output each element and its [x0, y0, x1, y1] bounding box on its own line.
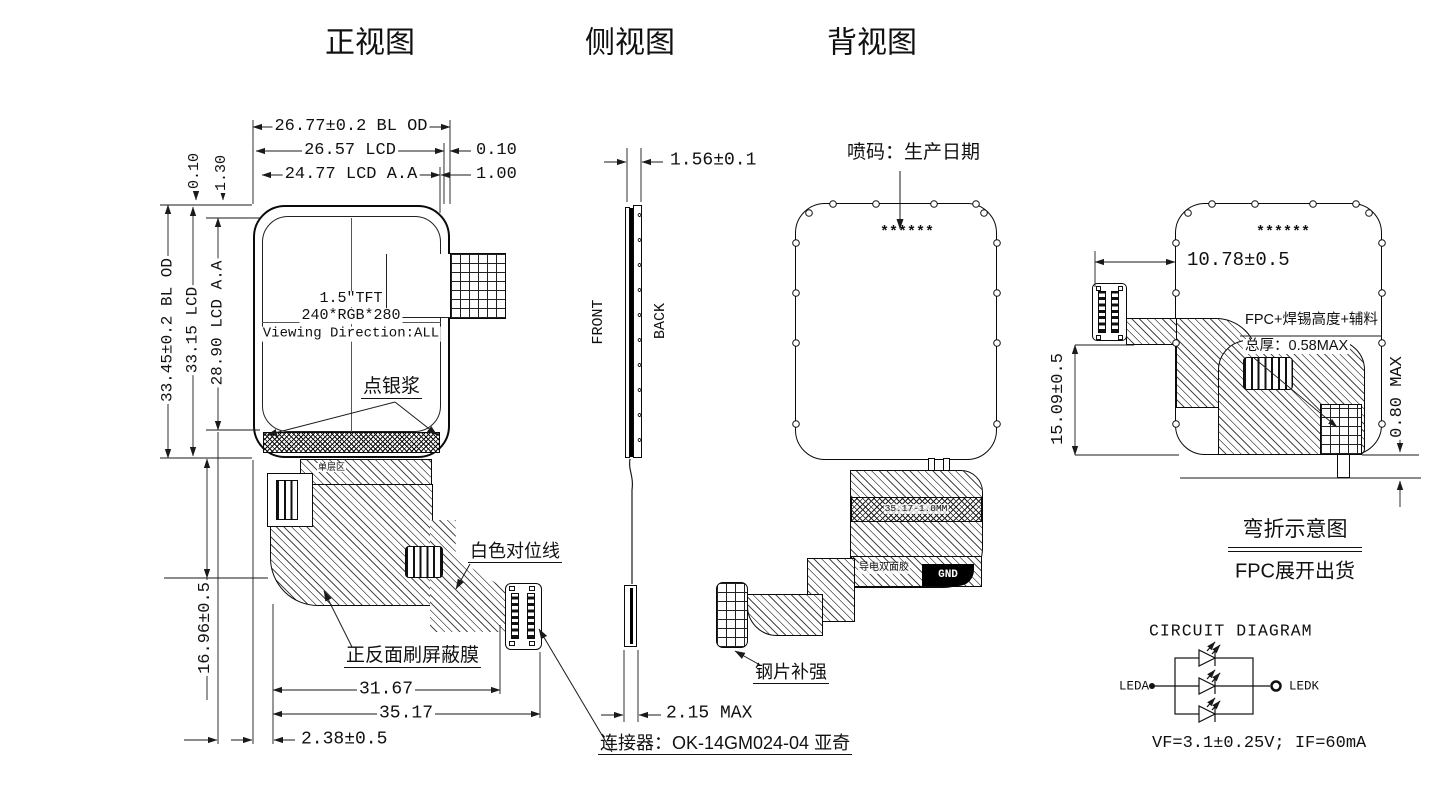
dim-label-fpc-drop: 16.96±0.5	[196, 580, 216, 676]
gnd-label: GND	[938, 569, 958, 581]
dim-label-fpc-w2: 35.17	[376, 703, 436, 724]
back-fpc-tail	[747, 594, 823, 636]
bend-note-line1: FPC+焊锡高度+辅料	[1243, 312, 1380, 329]
title-front-view: 正视图	[325, 26, 415, 60]
front-connector-pad-column-left	[511, 593, 519, 639]
bend-solder-connector	[1320, 404, 1362, 455]
dim-label-gap-left-a: 0.10	[186, 150, 204, 192]
back-serial-marks: ******	[879, 224, 935, 242]
bend-connector-left	[1092, 283, 1127, 341]
front-fpc-coil-component	[405, 546, 443, 578]
back-tape-band-text: 35.17-1.0MM	[883, 503, 949, 515]
dim-label-v-lcd: 33.15 LCD	[183, 284, 202, 376]
bend-connector-corner-pad	[1118, 335, 1123, 340]
dim-label-bend-width: 10.78±0.5	[1185, 249, 1292, 272]
dim-label-v-bl-od: 33.45±0.2 BL OD	[158, 255, 177, 405]
bend-connector-corner-pad	[1096, 286, 1101, 291]
side-clip-dots	[637, 212, 642, 454]
front-connector-corner-pad	[529, 641, 535, 646]
side-black-core	[630, 208, 633, 457]
front-connector-corner-pad	[509, 641, 515, 646]
label-back-face: BACK	[652, 300, 670, 342]
dim-label-gap-right-bottom: 1.00	[474, 165, 519, 185]
panel-spec-line3: Viewing Direction:ALL	[260, 325, 442, 342]
circuit-pin-leda: LEDA	[1119, 679, 1150, 694]
bend-coil-component	[1243, 357, 1293, 390]
dim-label-aa: 24.77 LCD A.A	[282, 165, 420, 185]
led-symbol	[1198, 641, 1221, 667]
caption-bend-diagram: 弯折示意图	[1242, 517, 1348, 541]
dim-label-bl-od: 26.77±0.2 BL OD	[272, 117, 430, 137]
front-left-component-pins	[276, 480, 298, 520]
label-shield-film: 正反面刷屏蔽膜	[344, 645, 482, 668]
led-symbol	[1198, 669, 1221, 695]
circuit-spec: VF=3.1±0.25V; IF=60mA	[1152, 734, 1367, 754]
front-backlight-notch	[386, 254, 450, 318]
label-single-layer: 单层区	[317, 462, 347, 473]
circuit-diagram-graphics	[1149, 641, 1282, 723]
back-conductive-band-text: 导电双面胶	[858, 562, 910, 574]
led-symbol	[1198, 697, 1221, 723]
label-silver-paste: 点银浆	[361, 376, 423, 399]
bend-connector-left-pads	[1098, 291, 1106, 333]
caption-double-rule	[1228, 547, 1362, 552]
front-backlight-fpc-grid	[450, 253, 506, 319]
label-connector-part: 连接器：OK-14GM024-04 亚奇	[598, 733, 853, 755]
label-white-align-line: 白色对位线	[468, 541, 562, 563]
circuit-pin-ledk: LEDK	[1289, 679, 1320, 694]
front-bezel-bar	[263, 432, 440, 453]
dim-label-lcd: 26.57 LCD	[302, 141, 398, 161]
label-front-face: FRONT	[590, 297, 608, 347]
front-center-line	[351, 218, 352, 432]
back-body-outline	[795, 203, 997, 460]
panel-spec-line1: 1.5"TFT	[317, 290, 385, 308]
bend-connector-tab	[1337, 454, 1350, 478]
title-back-view: 背视图	[827, 26, 917, 60]
back-gnd-area: GND	[922, 564, 974, 586]
title-side-view: 侧视图	[585, 26, 675, 60]
bend-connector-corner-pad	[1118, 286, 1123, 291]
dim-label-connector-thickness: 2.15 MAX	[664, 703, 755, 724]
circuit-title: CIRCUIT DIAGRAM	[1149, 621, 1313, 641]
bend-note-line2: 总厚：0.58MAX	[1243, 338, 1351, 355]
side-glass-layer	[625, 207, 630, 458]
dim-label-gap-left-b: 1.30	[213, 152, 231, 194]
bend-serial-marks: ******	[1255, 224, 1311, 242]
dim-label-offset: 2.38±0.5	[299, 729, 390, 750]
dim-label-bend-height: 15.09±0.5	[1049, 351, 1069, 447]
label-steel-stiffener: 钢片补强	[753, 662, 829, 684]
panel-spec-line2: 240*RGB*280	[299, 307, 403, 325]
dim-label-thickness: 1.56±0.1	[668, 150, 759, 171]
label-jet-code: 喷码：生产日期	[847, 142, 981, 163]
dim-label-fpc-w1: 31.67	[356, 679, 416, 700]
dim-label-gap-right-top: 0.10	[474, 141, 519, 161]
dim-label-bend-gap: 0.80 MAX	[1388, 354, 1408, 440]
caption-fpc-flat: FPC展开出货	[1235, 560, 1355, 583]
back-steel-stiffener	[716, 582, 748, 648]
front-connector-corner-pad	[529, 586, 535, 591]
bend-fpc-strip	[1126, 318, 1178, 345]
front-connector-corner-pad	[509, 586, 515, 591]
dim-label-v-aa: 28.90 LCD A.A	[208, 258, 227, 388]
side-connector-core	[630, 588, 633, 644]
front-connector-pad-column-right	[527, 593, 535, 639]
bend-connector-corner-pad	[1096, 335, 1101, 340]
bend-connector-left-pads	[1111, 291, 1119, 333]
